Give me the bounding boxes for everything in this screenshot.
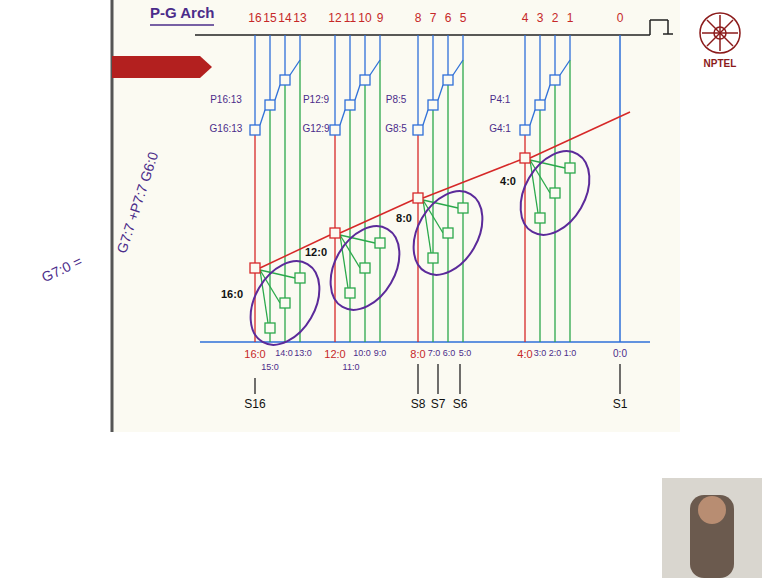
logo-text: NPTEL [704, 58, 737, 69]
signal-label: 12:0 [324, 348, 345, 360]
sum-name: S6 [453, 398, 468, 411]
signal-label: P4:1 [490, 94, 511, 105]
nptel-logo [700, 13, 740, 53]
top-rail [195, 34, 650, 36]
signal-label: 8:0 [396, 212, 412, 224]
signal-label: 9:0 [374, 349, 387, 359]
signal-label: 14:0 [275, 349, 293, 359]
bit-index: 15 [263, 12, 276, 25]
bit-index: 11 [344, 12, 356, 25]
signal-label: P12:9 [303, 94, 329, 105]
bit-index: 10 [358, 12, 371, 25]
bit-index: 8 [415, 12, 422, 25]
sum-name: S7 [431, 398, 446, 411]
bit-index: 14 [278, 12, 291, 25]
signal-label: G12:9 [302, 123, 329, 134]
signal-label: 15:0 [261, 363, 279, 373]
signal-label: 5:0 [459, 349, 472, 359]
signal-label: 10:0 [353, 349, 371, 359]
ground-symbol [650, 20, 673, 35]
signal-label: 16:0 [244, 348, 265, 360]
signal-label: P8:5 [386, 94, 407, 105]
carry-chain [260, 112, 630, 268]
signal-label: 4:0 [500, 175, 516, 187]
signal-label: G16:13 [210, 123, 243, 134]
bit-index: 1 [567, 12, 574, 25]
signal-label: 13:0 [294, 349, 312, 359]
bit-index: 12 [328, 12, 341, 25]
bit-index: 0 [617, 12, 624, 25]
signal-label: 16:0 [221, 288, 243, 300]
bit-index: 3 [537, 12, 544, 25]
signal-label: 8:0 [410, 348, 425, 360]
signal-label: 2:0 [549, 349, 562, 359]
sum-name: S1 [613, 398, 628, 411]
bit-index: 6 [445, 12, 452, 25]
group-4-1 [507, 35, 604, 342]
group-12-9 [317, 35, 414, 342]
bit0-wire [619, 35, 621, 342]
bit-index: 13 [293, 12, 306, 25]
bit-index: 5 [460, 12, 467, 25]
signal-label: G7:0 = [40, 254, 85, 286]
slide-title: P-G Arch [150, 4, 214, 22]
signal-label: P16:13 [210, 94, 242, 105]
banner-arrow [112, 56, 212, 78]
signal-label: G7:7 +P7:7 G6:0 [114, 150, 161, 255]
sum-name: S16 [244, 398, 265, 411]
bottom-rail [200, 341, 650, 343]
signal-label: G4:1 [489, 123, 511, 134]
bit-index: 16 [248, 12, 261, 25]
signal-label: 0:0 [613, 348, 627, 359]
bit-index: 7 [430, 12, 437, 25]
bit-index: 4 [522, 12, 529, 25]
signal-label: 11:0 [343, 363, 360, 373]
webcam-inset [662, 478, 762, 578]
group-16-13 [237, 35, 334, 357]
signal-label: 7:0 [428, 349, 441, 359]
sum-name: S8 [411, 398, 426, 411]
signal-label: G8:5 [385, 123, 407, 134]
signal-label: 3:0 [534, 349, 547, 359]
slide-panel [112, 0, 680, 432]
bit-index: 9 [377, 12, 384, 25]
signal-label: 1:0 [564, 349, 577, 359]
signal-label: 6:0 [443, 349, 456, 359]
signal-label: 4:0 [517, 348, 532, 360]
title-underline [150, 24, 214, 26]
signal-label: 12:0 [305, 246, 327, 258]
bit-index: 2 [552, 12, 559, 25]
sum-ticks [255, 364, 620, 394]
